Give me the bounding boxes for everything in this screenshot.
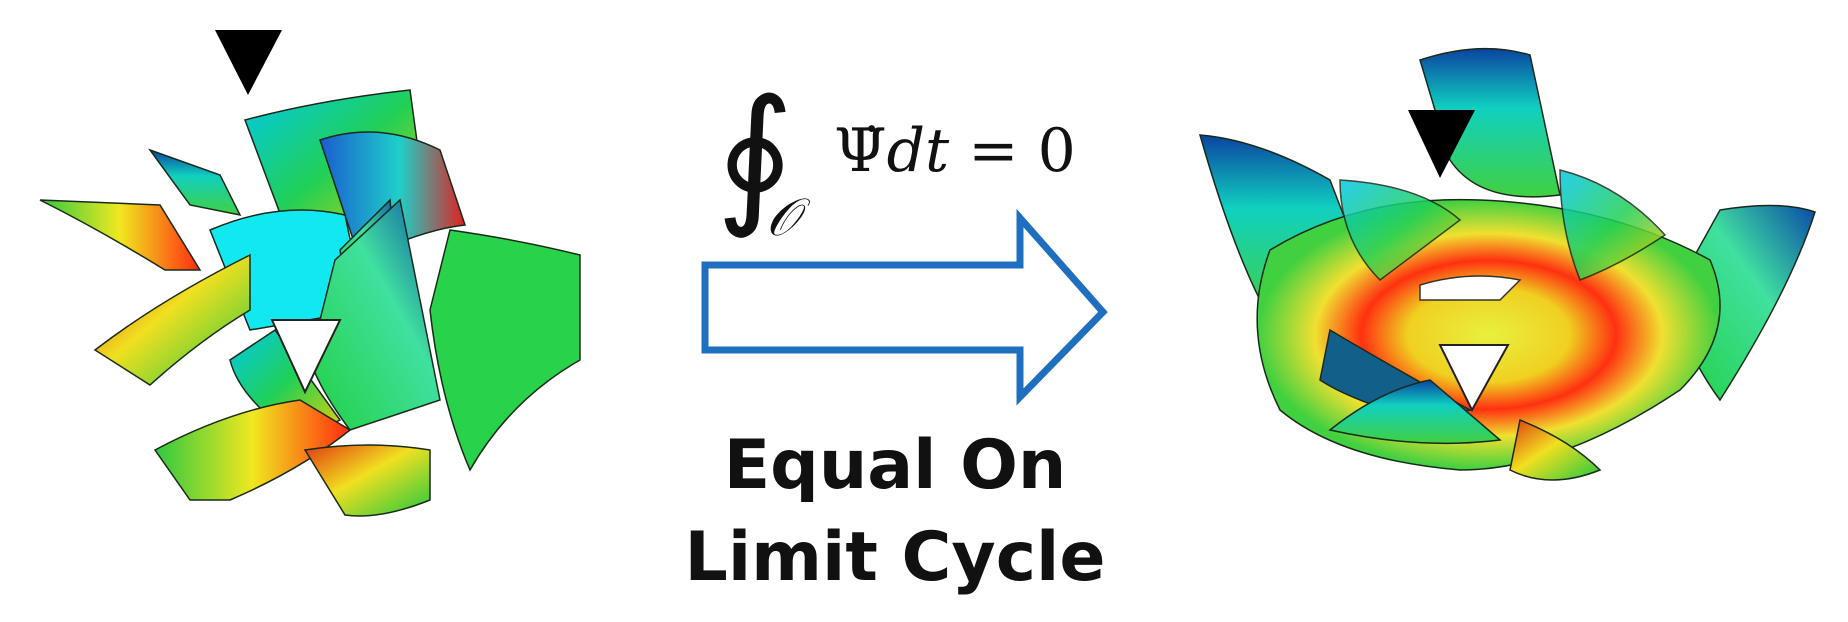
integral-expression: Ψ̇dt = 0 — [834, 116, 1076, 186]
left-patch — [429, 229, 581, 472]
white-marker-right — [1438, 344, 1510, 413]
black-marker-right — [1408, 110, 1475, 178]
right-patch — [1419, 47, 1561, 198]
caption-line-1: Equal On — [723, 426, 1067, 505]
caption-line-2: Limit Cycle — [684, 518, 1106, 597]
right-patch — [1339, 179, 1462, 281]
caption: Equal On Limit Cycle — [660, 420, 1130, 604]
left-patch — [153, 399, 352, 501]
equals-zero: = 0 — [968, 116, 1076, 186]
differential: dt — [886, 116, 950, 186]
right-hole — [1419, 275, 1522, 301]
left-patch — [93, 253, 251, 386]
limit-cycle-integral: ∮ 𝒪 Ψ̇dt = 0 — [716, 80, 1096, 250]
white-marker-left — [270, 319, 342, 395]
right-surface-cluster — [1198, 47, 1816, 481]
left-patch — [39, 199, 202, 271]
integrand: Ψ̇ — [834, 116, 887, 186]
integral-subscript: 𝒪 — [766, 188, 799, 248]
right-patch — [1328, 379, 1502, 445]
left-patch — [147, 148, 242, 217]
integral-symbol: ∮ — [716, 68, 795, 242]
left-patch — [303, 444, 431, 517]
left-surface-cluster — [39, 89, 581, 517]
right-patch — [1559, 169, 1667, 281]
right-arrow — [701, 208, 1108, 406]
black-marker-left — [215, 30, 282, 95]
right-patch — [1509, 418, 1602, 481]
